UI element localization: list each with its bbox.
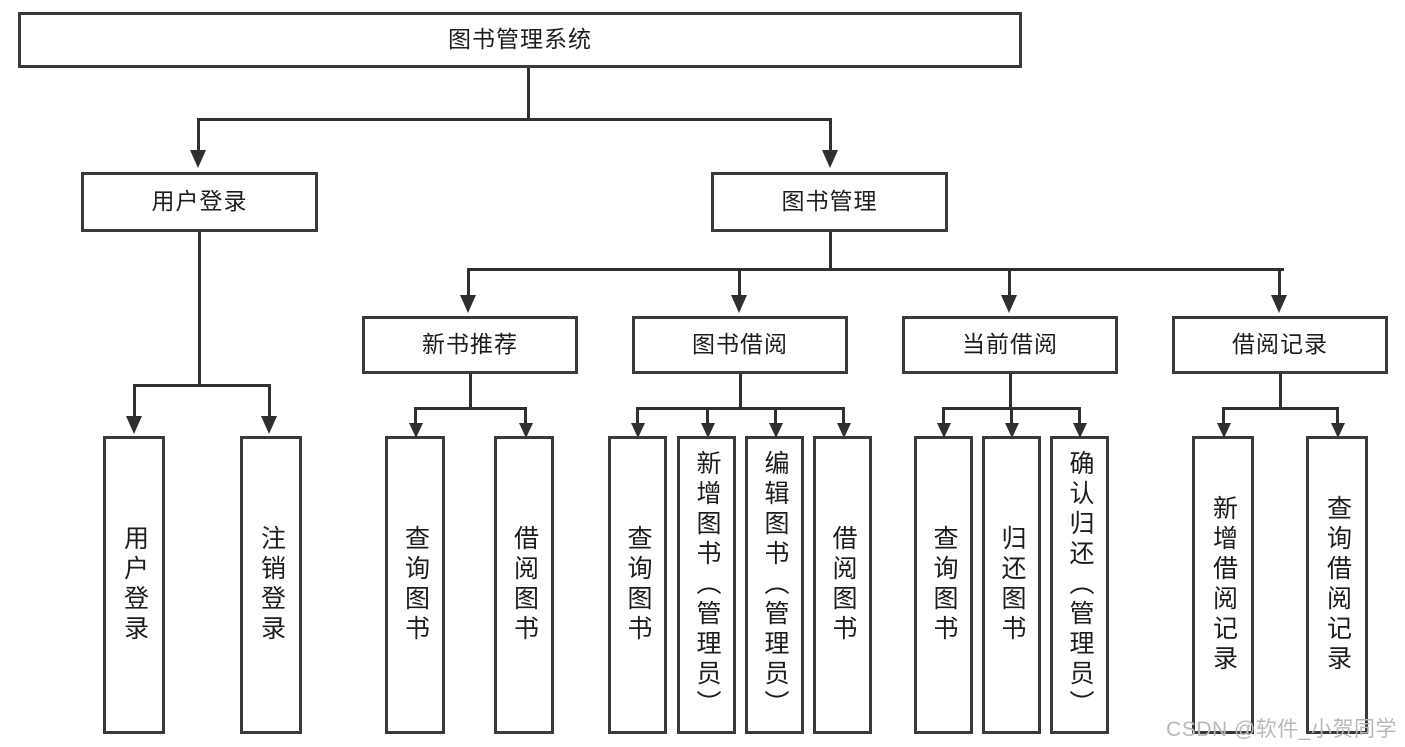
arrow-borrow-record-leaf-2 [1331,423,1345,438]
leaf-label: 借阅图书 [510,525,539,645]
arrow-book-manage-to-book-borrow [731,295,747,313]
arrow-book-borrow-leaf-3 [769,423,783,438]
node-book-management[interactable]: 图书管理 [711,172,948,232]
connector-book-manage-bus [467,268,1284,271]
arrow-book-borrow-leaf-4 [837,423,851,438]
leaf-user-login-login[interactable]: 用户登录 [103,436,165,734]
arrow-current-borrow-leaf-1 [937,423,951,438]
arrow-user-login-leaf-1 [126,416,142,434]
arrow-user-login-leaf-2 [261,416,277,434]
arrow-borrow-record-leaf-1 [1217,423,1231,438]
leaf-label: 用户登录 [120,525,149,645]
connector-book-manage-drop-1 [467,268,470,297]
connector-root-stem [527,68,530,118]
leaf-new-book-borrow-book[interactable]: 借阅图书 [494,436,554,734]
leaf-label: 归还图书 [998,525,1026,645]
leaf-label: 查询图书 [930,525,958,645]
connector-book-manage-drop-3 [1008,268,1011,297]
connector-current-borrow-stem [1009,374,1012,407]
leaf-label: 查询图书 [624,525,652,645]
node-root-system[interactable]: 图书管理系统 [18,12,1022,68]
node-book-borrow[interactable]: 图书借阅 [632,316,848,374]
leaf-current-borrow-return-book[interactable]: 归还图书 [982,436,1041,734]
leaf-current-borrow-query-book[interactable]: 查询图书 [914,436,973,734]
node-borrow-record[interactable]: 借阅记录 [1172,316,1388,374]
node-current-borrow[interactable]: 当前借阅 [902,316,1118,374]
connector-root-bus [197,118,832,121]
arrow-new-book-leaf-2 [519,423,533,438]
connector-book-borrow-drop-1 [636,407,639,425]
arrow-new-book-leaf-1 [409,423,423,438]
leaf-book-borrow-edit-book-admin[interactable]: 编辑图书（管理员） [745,436,804,734]
leaf-label: 借阅图书 [829,525,857,645]
leaf-new-book-query-book[interactable]: 查询图书 [385,436,445,734]
leaf-book-borrow-query-book[interactable]: 查询图书 [608,436,667,734]
connector-book-borrow-drop-2 [706,407,709,425]
connector-book-borrow-drop-4 [842,407,845,425]
connector-book-borrow-bus [636,407,845,410]
connector-borrow-record-drop-1 [1222,407,1225,425]
connector-current-borrow-drop-3 [1078,407,1081,425]
arrow-book-borrow-leaf-1 [631,423,645,438]
leaf-label: 确认归还（管理员） [1066,450,1094,720]
connector-user-login-stem [198,232,201,384]
leaf-label: 注销登录 [257,525,286,645]
connector-root-to-user-login [197,118,200,152]
connector-root-to-book-manage [829,118,832,152]
connector-book-borrow-drop-3 [774,407,777,425]
arrow-current-borrow-leaf-3 [1073,423,1087,438]
leaf-label: 查询借阅记录 [1323,495,1352,675]
connector-current-borrow-drop-2 [1010,407,1013,425]
connector-current-borrow-drop-1 [942,407,945,425]
connector-user-login-bus [133,384,270,387]
arrow-book-manage-to-borrow-record [1271,295,1287,313]
connector-borrow-record-bus [1222,407,1339,410]
connector-book-manage-drop-4 [1278,268,1281,297]
node-new-book-recommend[interactable]: 新书推荐 [362,316,578,374]
connector-user-login-drop-2 [268,384,271,418]
arrow-book-borrow-leaf-2 [701,423,715,438]
leaf-book-borrow-add-book-admin[interactable]: 新增图书（管理员） [677,436,736,734]
arrow-book-manage-to-current-borrow [1001,295,1017,313]
csdn-watermark: CSDN @软件_小贺同学 [1166,718,1397,741]
arrow-root-to-user-login [190,150,206,168]
connector-new-book-bus [414,407,527,410]
connector-book-borrow-stem [739,374,742,407]
leaf-book-borrow-borrow-book[interactable]: 借阅图书 [813,436,872,734]
arrow-current-borrow-leaf-2 [1005,423,1019,438]
leaf-current-borrow-confirm-return-admin[interactable]: 确认归还（管理员） [1050,436,1109,734]
connector-new-book-stem [469,374,472,407]
leaf-user-login-logout[interactable]: 注销登录 [240,436,302,734]
arrow-book-manage-to-new-book [460,295,476,313]
leaf-label: 新增借阅记录 [1209,495,1238,675]
leaf-label: 新增图书（管理员） [693,450,721,720]
connector-book-manage-stem [829,232,832,268]
node-user-login[interactable]: 用户登录 [81,172,318,232]
connector-borrow-record-stem [1279,374,1282,407]
leaf-label: 查询图书 [401,525,430,645]
leaf-label: 编辑图书（管理员） [761,450,789,720]
connector-borrow-record-drop-2 [1336,407,1339,425]
leaf-borrow-record-add-record[interactable]: 新增借阅记录 [1192,436,1254,734]
arrow-root-to-book-manage [822,150,838,168]
connector-new-book-drop-1 [414,407,417,425]
connector-user-login-drop-1 [133,384,136,418]
leaf-borrow-record-query-record[interactable]: 查询借阅记录 [1306,436,1368,734]
connector-book-manage-drop-2 [738,268,741,297]
connector-new-book-drop-2 [524,407,527,425]
